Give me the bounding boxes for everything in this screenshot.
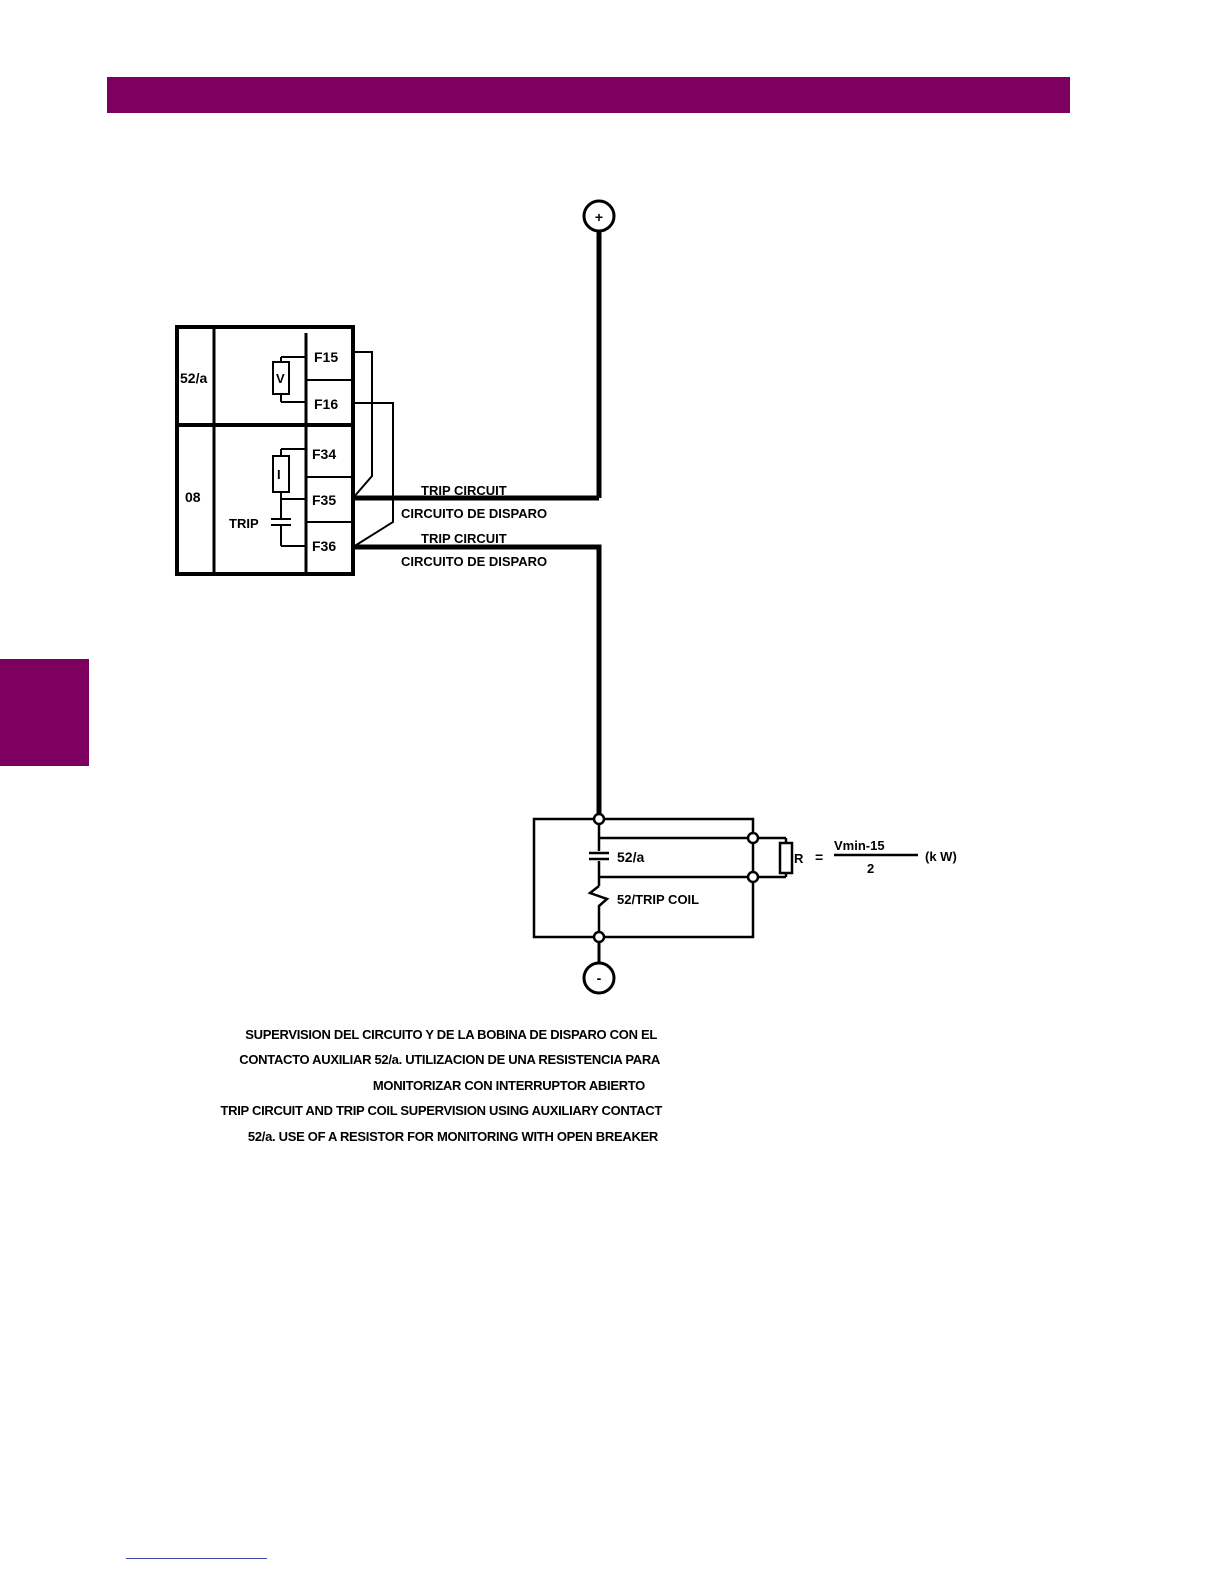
contact-52a-icon <box>589 851 609 861</box>
caption-line-2: CONTACTO AUXILIAR 52/a. UTILIZACION DE U… <box>239 1052 661 1067</box>
formula-equals: = <box>815 849 823 865</box>
positive-terminal: + <box>582 199 616 233</box>
resistor-label: R <box>794 851 804 866</box>
caption-line-3: MONITORIZAR CON INTERRUPTOR ABIERTO <box>373 1078 645 1093</box>
caption-line-1: SUPERVISION DEL CIRCUITO Y DE LA BOBINA … <box>245 1027 657 1042</box>
trip-contact-icon <box>271 518 306 547</box>
trip-label: TRIP <box>229 516 259 531</box>
relay-terminal-block <box>175 325 355 576</box>
terminal-f15: F15 <box>314 349 338 365</box>
caption-line-4: TRIP CIRCUIT AND TRIP COIL SUPERVISION U… <box>221 1103 663 1118</box>
lower-trip-wire <box>353 544 602 819</box>
lower-wire-label-en: TRIP CIRCUIT <box>421 531 507 546</box>
formula-numerator: Vmin-15 <box>834 838 885 853</box>
breaker-contact-label: 52/a <box>617 849 644 865</box>
contact-52a-label: 52/a <box>180 370 207 386</box>
upper-wire-label-es: CIRCUITO DE DISPARO <box>401 506 547 521</box>
voltage-monitor-icon <box>272 356 306 403</box>
caption-line-5: 52/a. USE OF A RESISTOR FOR MONITORING W… <box>248 1129 659 1144</box>
terminal-f35: F35 <box>312 492 336 508</box>
voltage-symbol: V <box>276 371 285 386</box>
positive-label: + <box>595 209 603 225</box>
terminal-f16: F16 <box>314 396 338 412</box>
chapter-tab <box>0 659 89 766</box>
negative-terminal: - <box>582 961 616 995</box>
current-symbol: I <box>277 467 281 482</box>
terminal-f34: F34 <box>312 446 336 462</box>
terminal-f36: F36 <box>312 538 336 554</box>
trip-coil-label: 52/TRIP COIL <box>617 892 699 907</box>
output-08-label: 08 <box>185 489 201 505</box>
negative-label: - <box>597 970 602 986</box>
jumper-wires <box>352 351 394 548</box>
footer-rule <box>126 1558 267 1559</box>
formula-unit: (k W) <box>925 849 957 864</box>
current-monitor-icon <box>272 448 306 519</box>
formula-denominator: 2 <box>867 861 874 876</box>
upper-wire-label-en: TRIP CIRCUIT <box>421 483 507 498</box>
header-bar <box>107 77 1070 113</box>
lower-wire-label-es: CIRCUITO DE DISPARO <box>401 554 547 569</box>
